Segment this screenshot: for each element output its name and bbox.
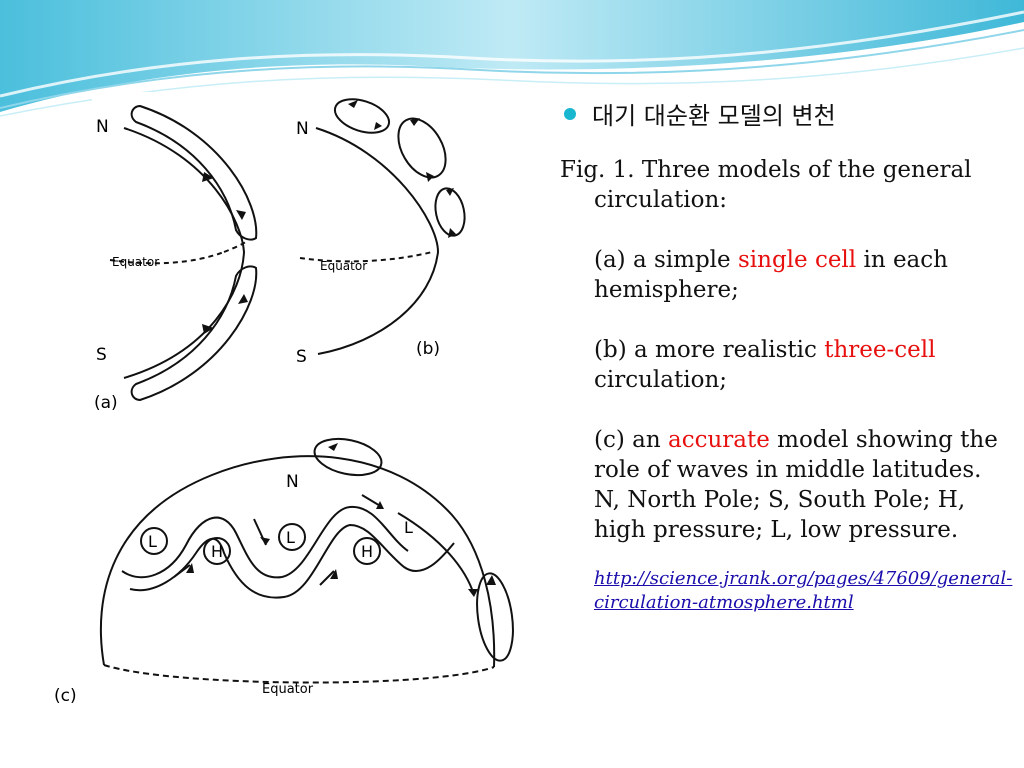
caption-item-c: (c) an accurate model showing the role o…	[594, 427, 998, 483]
fig-c-equator-label: Equator	[262, 682, 314, 697]
highlight-single-cell: single cell	[737, 247, 857, 273]
fig-a-equator-label: Equator	[112, 255, 159, 269]
fig-b-north-label: N	[296, 119, 309, 139]
fig-c-low-label-1: L	[148, 532, 157, 551]
fig-a-south-label: S	[96, 345, 107, 365]
heading-text: 대기 대순환 모델의 변천	[592, 102, 836, 130]
fig-b-south-label: S	[296, 347, 307, 367]
figure-b-three-cell: N S Equator (b)	[282, 92, 527, 382]
highlight-three-cell: three-cell	[824, 337, 936, 363]
fig-c-low-label-2: L	[286, 528, 295, 547]
fig-b-panel-label: (b)	[416, 339, 440, 359]
caption-item-a: (a) a simple single cell in each hemisph…	[594, 247, 948, 303]
bullet-icon	[564, 107, 576, 120]
fig-c-north-label: N	[286, 472, 299, 492]
slide-heading: 대기 대순환 모델의 변천	[564, 96, 1000, 131]
figure-c-wave-model: N L H L H L Equator (c)	[52, 425, 524, 710]
fig-c-high-label-2: H	[361, 542, 373, 561]
fig-a-north-label: N	[96, 117, 109, 137]
highlight-accurate: accurate	[667, 427, 770, 453]
caption-title: Fig. 1. Three models of the general circ…	[560, 157, 972, 213]
fig-c-panel-label: (c)	[54, 686, 77, 706]
figure-caption: Fig. 1. Three models of the general circ…	[560, 155, 1000, 545]
header-wave-banner	[0, 0, 1024, 117]
fig-c-high-label-1: H	[211, 542, 223, 561]
fig-a-panel-label: (a)	[94, 393, 118, 413]
fig-c-low-label-3: L	[404, 518, 413, 537]
caption-legend: N, North Pole; S, South Pole; H, high pr…	[594, 487, 966, 543]
caption-panel: 대기 대순환 모델의 변천 Fig. 1. Three models of th…	[560, 96, 1013, 615]
fig-b-equator-label: Equator	[320, 259, 367, 273]
caption-item-b: (b) a more realistic three-cell circulat…	[594, 337, 936, 393]
figure-a-single-cell: N S Equator (a)	[92, 92, 272, 414]
source-link[interactable]: http://science.jrank.org/pages/47609/gen…	[594, 568, 1013, 613]
